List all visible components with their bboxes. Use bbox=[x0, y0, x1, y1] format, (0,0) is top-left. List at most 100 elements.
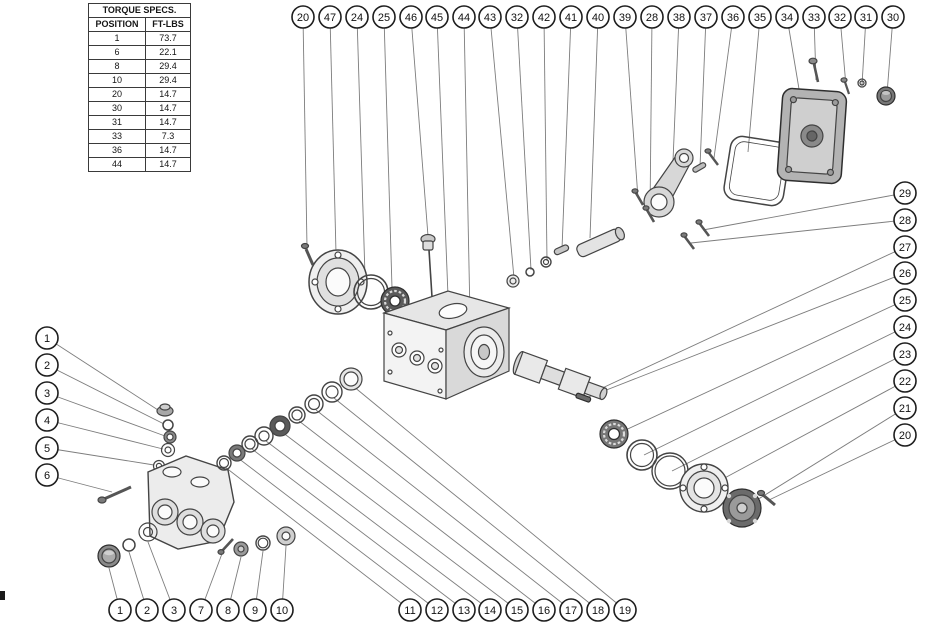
bolt-part-7 bbox=[217, 538, 234, 555]
torque-table-title: TORQUE SPECS. bbox=[88, 3, 191, 18]
callout-top-30: 30 bbox=[881, 5, 905, 29]
callout-number: 13 bbox=[458, 605, 470, 617]
callout-number: 3 bbox=[171, 605, 177, 617]
torque-table-cell: 20 bbox=[88, 87, 146, 102]
leader-line-right-20 bbox=[768, 434, 906, 501]
callout-number: 4 bbox=[44, 415, 50, 427]
leader-line-right-24 bbox=[643, 326, 906, 456]
callout-number: 42 bbox=[538, 12, 550, 24]
callout-bottom_left-10: 10 bbox=[270, 598, 294, 622]
bolt-part-29 bbox=[695, 219, 711, 237]
torque-table-cell: 14.7 bbox=[145, 101, 191, 116]
leader-line-bottom_right-11 bbox=[224, 466, 411, 611]
dipstick-part-46 bbox=[420, 233, 436, 298]
callout-number: 26 bbox=[899, 268, 911, 280]
callout-top-44: 44 bbox=[452, 5, 476, 29]
callout-number: 21 bbox=[899, 403, 911, 415]
torque-table-cell: 14.7 bbox=[145, 115, 191, 130]
leader-line-left-4 bbox=[46, 419, 164, 450]
callout-top-32: 32 bbox=[828, 5, 852, 29]
torque-table-cell: 44 bbox=[88, 157, 146, 172]
leader-line-top-44 bbox=[463, 16, 471, 317]
callout-bottom_right-16: 16 bbox=[532, 598, 556, 622]
cap-part-10 bbox=[276, 526, 296, 546]
leader-line-left-5 bbox=[46, 447, 155, 466]
valve-cover-part-34 bbox=[776, 87, 848, 185]
leader-line-top-25 bbox=[383, 16, 393, 289]
manifold-head bbox=[147, 455, 235, 550]
valve-seat-part-4 bbox=[160, 442, 176, 458]
leader-line-bottom_right-15 bbox=[281, 431, 518, 611]
callout-number: 44 bbox=[458, 12, 470, 24]
callout-top-45: 45 bbox=[425, 5, 449, 29]
seal-kit-parts-11-19 bbox=[216, 367, 363, 471]
bearing-cover-part-47 bbox=[308, 249, 368, 315]
bearing-part-25-right bbox=[599, 419, 629, 449]
callout-bottom_right-14: 14 bbox=[478, 598, 502, 622]
callout-top-43: 43 bbox=[478, 5, 502, 29]
callout-bottom_right-19: 19 bbox=[613, 598, 637, 622]
bolt-part-20-left bbox=[300, 242, 315, 266]
callout-right-21: 21 bbox=[893, 396, 917, 420]
leader-line-top-38 bbox=[671, 16, 680, 186]
leader-line-top-46 bbox=[410, 16, 429, 237]
callout-right-29: 29 bbox=[893, 181, 917, 205]
callout-top-24: 24 bbox=[345, 5, 369, 29]
callout-left-4: 4 bbox=[35, 408, 59, 432]
callout-number: 22 bbox=[899, 376, 911, 388]
crankshaft-part-27 bbox=[512, 350, 608, 401]
bolt-part-28-right bbox=[680, 232, 696, 250]
oring-part-2-bottom bbox=[122, 538, 136, 552]
leader-line-top-30 bbox=[886, 16, 894, 95]
callout-top-40: 40 bbox=[586, 5, 610, 29]
callout-number: 31 bbox=[860, 12, 872, 24]
leader-line-top-39 bbox=[624, 16, 639, 199]
stud-part-6 bbox=[97, 485, 132, 504]
pump-parts bbox=[97, 57, 896, 568]
leader-line-right-21 bbox=[743, 407, 906, 509]
callout-left-1: 1 bbox=[35, 326, 59, 350]
pin-part-37 bbox=[692, 162, 707, 173]
callout-bottom_left-2: 2 bbox=[135, 598, 159, 622]
end-cap-part-21 bbox=[722, 488, 762, 528]
torque-col-position: POSITION bbox=[88, 17, 146, 32]
callout-bottom_left-8: 8 bbox=[216, 598, 240, 622]
seal-part-43 bbox=[506, 274, 520, 288]
callout-top-34: 34 bbox=[775, 5, 799, 29]
callout-right-28: 28 bbox=[893, 208, 917, 232]
callout-right-22: 22 bbox=[893, 369, 917, 393]
callout-number: 2 bbox=[44, 360, 50, 372]
callout-top-35: 35 bbox=[748, 5, 772, 29]
callout-number: 33 bbox=[808, 12, 820, 24]
seal-part-3 bbox=[163, 430, 177, 444]
callout-number: 29 bbox=[899, 188, 911, 200]
callout-number: 47 bbox=[324, 12, 336, 24]
callout-number: 19 bbox=[619, 605, 631, 617]
oring-part-2 bbox=[162, 419, 174, 431]
scan-artifact bbox=[0, 591, 5, 600]
callout-number: 32 bbox=[511, 12, 523, 24]
leader-line-top-20 bbox=[302, 16, 308, 248]
callout-number: 45 bbox=[431, 12, 443, 24]
callout-number: 30 bbox=[887, 12, 899, 24]
callout-number: 28 bbox=[899, 215, 911, 227]
callout-top-33: 33 bbox=[802, 5, 826, 29]
leader-line-bottom_right-14 bbox=[265, 440, 491, 611]
callout-number: 7 bbox=[198, 605, 204, 617]
leader-line-bottom_right-13 bbox=[251, 448, 465, 611]
bolt-part-33 bbox=[808, 57, 820, 83]
leader-line-bottom_right-16 bbox=[298, 420, 545, 611]
callout-top-31: 31 bbox=[854, 5, 878, 29]
oring-part-24-right bbox=[626, 439, 658, 471]
torque-table-cell: 29.4 bbox=[145, 59, 191, 74]
callout-top-28: 28 bbox=[640, 5, 664, 29]
torque-table-cell: 73.7 bbox=[145, 31, 191, 46]
